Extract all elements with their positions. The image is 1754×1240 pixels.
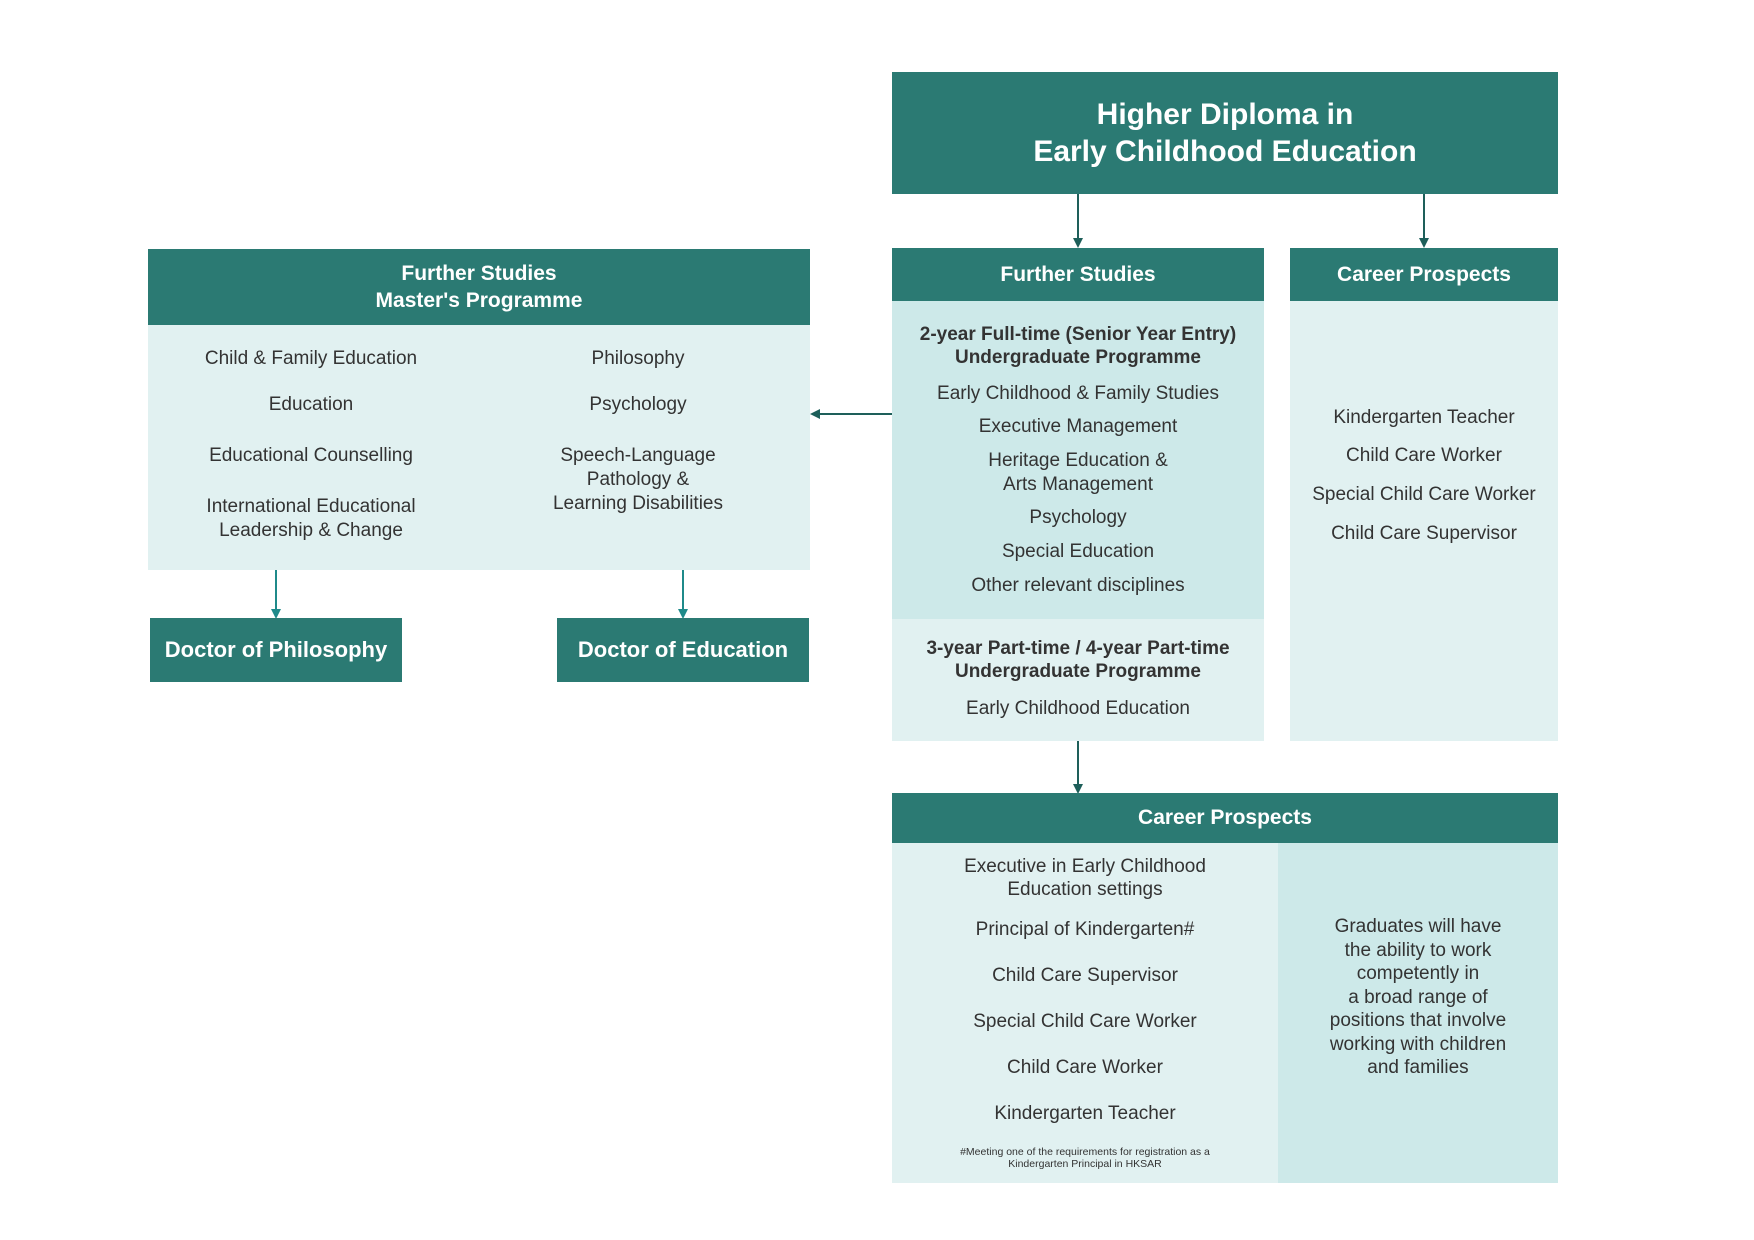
career-top-item-text: Special Child Care Worker <box>1312 484 1536 505</box>
further-studies-header: Further Studies <box>892 248 1264 301</box>
footnote: #Meeting one of the requirements for reg… <box>892 1146 1278 1170</box>
doctor-of-education-box: Doctor of Education <box>557 618 809 682</box>
fulltime-item: Early Childhood & Family Studies <box>892 382 1264 406</box>
fulltime-item-text: Arts Management <box>1003 474 1153 495</box>
masters-header: Further Studies Master's Programme <box>148 249 810 325</box>
description-line: a broad range of <box>1348 986 1488 1008</box>
career-description-text: Graduates will have the ability to work … <box>1278 915 1558 1080</box>
masters-item: Psychology <box>488 393 788 417</box>
masters-item-text: Leadership & Change <box>219 520 403 541</box>
career-bottom-item-text: Child Care Worker <box>1007 1057 1163 1078</box>
career-prospects-top-label: Career Prospects <box>1337 262 1511 286</box>
fulltime-title-line: Undergraduate Programme <box>954 347 1201 368</box>
career-prospects-bottom-header: Career Prospects <box>892 793 1558 843</box>
masters-item-text: Pathology & <box>586 469 690 490</box>
career-bottom-item-text: Child Care Supervisor <box>992 965 1178 986</box>
masters-item-text: International Educational <box>206 496 416 517</box>
career-bottom-item-text: Principal of Kindergarten# <box>975 919 1195 940</box>
career-top-item-text: Child Care Supervisor <box>1331 523 1517 544</box>
masters-item-text: Speech-Language <box>560 445 716 466</box>
doctor-of-education-label: Doctor of Education <box>577 637 789 662</box>
fulltime-item-text: Heritage Education & <box>988 450 1168 471</box>
main-title-box: Higher Diploma in Early Childhood Educat… <box>892 72 1558 194</box>
description-line: working with children <box>1329 1033 1507 1055</box>
masters-item: International Educational Leadership & C… <box>158 495 464 543</box>
career-prospects-top-header: Career Prospects <box>1290 248 1558 301</box>
career-bottom-item-text: Executive in Early Childhood <box>964 856 1206 877</box>
career-bottom-item: Kindergarten Teacher <box>892 1102 1278 1126</box>
career-bottom-item: Principal of Kindergarten# <box>892 918 1278 942</box>
career-top-item-text: Child Care Worker <box>1346 445 1502 466</box>
career-prospects-bottom-list: Executive in Early Childhood Education s… <box>892 843 1278 1183</box>
career-bottom-item: Child Care Supervisor <box>892 964 1278 988</box>
career-bottom-item: Special Child Care Worker <box>892 1010 1278 1034</box>
career-prospects-top-body: Kindergarten Teacher Child Care Worker S… <box>1290 301 1558 741</box>
career-top-item: Child Care Supervisor <box>1290 522 1558 546</box>
fulltime-item-text: Other relevant disciplines <box>971 575 1185 596</box>
career-bottom-item-text: Kindergarten Teacher <box>994 1103 1176 1124</box>
fulltime-item: Heritage Education & Arts Management <box>892 449 1264 497</box>
doctor-of-philosophy-box: Doctor of Philosophy <box>150 618 402 682</box>
masters-item: Educational Counselling <box>158 444 464 468</box>
footnote-line: #Meeting one of the requirements for reg… <box>960 1146 1210 1158</box>
career-bottom-item-text: Special Child Care Worker <box>973 1011 1197 1032</box>
fulltime-item-text: Psychology <box>1029 507 1127 528</box>
career-bottom-item: Child Care Worker <box>892 1056 1278 1080</box>
parttime-item-text: Early Childhood Education <box>966 698 1190 719</box>
career-top-item: Child Care Worker <box>1290 444 1558 468</box>
parttime-programme-section: 3-year Part-time / 4-year Part-time Unde… <box>892 619 1264 741</box>
description-line: positions that involve <box>1329 1010 1507 1031</box>
description-line: the ability to work <box>1344 939 1492 961</box>
career-prospects-bottom-label: Career Prospects <box>1138 806 1312 829</box>
masters-item: Philosophy <box>488 347 788 371</box>
footnote-line: Kindergarten Principal in HKSAR <box>1008 1158 1162 1170</box>
parttime-item: Early Childhood Education <box>892 697 1264 721</box>
description-line: Graduates will have <box>1334 916 1502 937</box>
fulltime-item-text: Special Education <box>1001 541 1155 562</box>
main-title-line-2: Early Childhood Education <box>1033 135 1417 168</box>
career-top-item-text: Kindergarten Teacher <box>1333 407 1515 428</box>
fulltime-programme-section: 2-year Full-time (Senior Year Entry) Und… <box>892 301 1264 619</box>
fulltime-programme-title: 2-year Full-time (Senior Year Entry) Und… <box>892 323 1264 369</box>
career-bottom-item-text: Education settings <box>1007 879 1163 900</box>
description-line: and families <box>1367 1057 1469 1078</box>
fulltime-item: Special Education <box>892 540 1264 564</box>
fulltime-title-line: 2-year Full-time (Senior Year Entry) <box>919 324 1237 345</box>
fulltime-item: Psychology <box>892 506 1264 530</box>
main-title-line-1: Higher Diploma in <box>1096 98 1354 131</box>
career-prospects-description: Graduates will have the ability to work … <box>1278 843 1558 1183</box>
career-top-item: Kindergarten Teacher <box>1290 406 1558 430</box>
career-bottom-item: Executive in Early Childhood Education s… <box>892 855 1278 901</box>
fulltime-item-text: Early Childhood & Family Studies <box>937 383 1219 404</box>
masters-header-line-1: Further Studies <box>401 262 557 285</box>
parttime-programme-title: 3-year Part-time / 4-year Part-time Unde… <box>892 637 1264 683</box>
masters-item: Child & Family Education <box>158 347 464 371</box>
masters-item-text: Psychology <box>589 394 687 415</box>
masters-body: Child & Family Education Education Educa… <box>148 325 810 570</box>
masters-item-text: Educational Counselling <box>209 445 413 466</box>
masters-item-text: Philosophy <box>591 348 685 369</box>
masters-item: Speech-Language Pathology & Learning Dis… <box>488 444 788 516</box>
doctor-of-philosophy-label: Doctor of Philosophy <box>164 637 388 662</box>
career-top-item: Special Child Care Worker <box>1290 483 1558 507</box>
masters-item-text: Child & Family Education <box>204 348 418 369</box>
fulltime-item: Executive Management <box>892 415 1264 439</box>
masters-header-line-2: Master's Programme <box>375 289 583 312</box>
masters-item-text: Learning Disabilities <box>552 493 724 514</box>
parttime-title-line: 3-year Part-time / 4-year Part-time <box>926 638 1230 659</box>
further-studies-header-label: Further Studies <box>1000 262 1156 286</box>
description-line: competently in <box>1356 963 1480 984</box>
fulltime-item-text: Executive Management <box>978 416 1178 437</box>
parttime-title-line: Undergraduate Programme <box>954 661 1201 682</box>
masters-item-text: Education <box>268 394 354 415</box>
fulltime-item: Other relevant disciplines <box>892 574 1264 598</box>
masters-item: Education <box>158 393 464 417</box>
